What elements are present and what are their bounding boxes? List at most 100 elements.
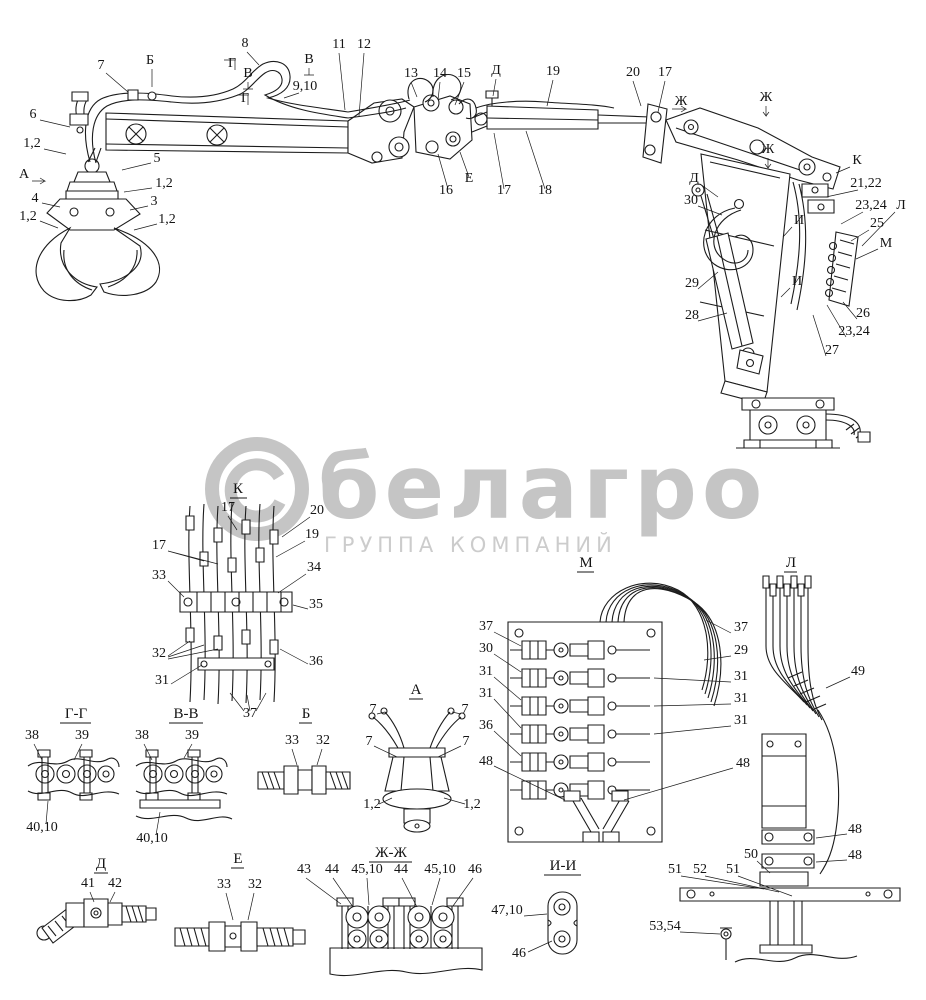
leader-lines-b [291,748,323,766]
callout-label: 31 [734,713,748,728]
watermark-subtitle: ГРУППА КОМПАНИЙ [324,532,617,557]
leader-lines-m [493,619,734,801]
boom [105,112,349,154]
callout-label: 20 [310,503,324,518]
callout-label: 36 [309,654,323,669]
callout-label: 16 [439,183,453,198]
leader-lines-l [679,676,851,935]
callout-label: Ж [675,94,688,109]
callout-label: 44 [325,862,339,877]
callout-label: 8 [242,36,249,51]
callout-label: 1,2 [158,212,176,227]
callout-label: 28 [685,308,699,323]
leader-lines-main [32,51,896,357]
callout-label: Г [228,56,236,71]
callout-label: 37 [479,619,493,634]
leader-lines-ii [523,913,553,953]
callout-label: Ж [760,90,773,105]
callout-label: 1,2 [363,797,381,812]
callout-label: 51 [668,862,682,877]
callout-label: М [880,236,893,251]
detail-d: Д 41 42 [36,856,157,944]
extension-cylinder [471,90,668,164]
callout-label: 23,24 [838,324,870,339]
callout-label: 46 [512,946,526,961]
callout-label: 47,10 [491,903,523,918]
m-bottom-bracket [563,790,630,843]
callout-label: 42 [108,876,122,891]
view-title-l: Л [786,555,796,571]
callout-label: К [852,153,862,168]
callout-label: 41 [81,876,95,891]
callout-label: 21,22 [850,176,882,191]
callout-label: В [304,52,313,67]
callout-label: 32 [152,646,166,661]
callout-label: 26 [856,306,870,321]
callout-label: 1,2 [155,176,173,191]
callout-label: 35 [309,597,323,612]
callout-label: 25 [870,216,884,231]
column-head-frame [665,107,841,190]
callout-label: 37 [243,706,257,721]
callout-label: 31 [734,669,748,684]
boom-head-links [347,73,477,164]
callout-label: 39 [75,728,89,743]
callout-label: 7 [463,734,470,749]
callout-label: 39 [185,728,199,743]
callout-label: 38 [135,728,149,743]
callout-label: 48 [848,848,862,863]
view-title-gg: Г-Г [65,706,88,722]
column-cylinder [691,183,764,375]
callout-label: 52 [693,862,707,877]
view-title-underlines [60,497,797,876]
callout-label: 33 [152,568,166,583]
callout-label: 5 [154,151,161,166]
callout-label: 17 [497,183,511,198]
callout-label: 48 [848,822,862,837]
leader-lines-gg [33,743,83,825]
column [699,153,859,393]
d-callouts: 41 42 [81,876,122,891]
view-title-k: К [233,481,244,497]
callout-label: 3 [151,194,158,209]
callout-label: 11 [332,37,345,52]
callout-label: Е [465,171,474,186]
callout-label: 34 [307,560,321,575]
callout-label: 30 [479,641,493,656]
view-title-vv: В-В [173,706,198,722]
callout-label: Б [146,53,154,68]
callout-label: 45,10 [424,862,456,877]
callout-label: 9,10 [293,79,318,94]
callout-label: 53,54 [649,919,681,934]
callout-label: 44 [394,862,408,877]
callout-label: 13 [404,66,418,81]
callout-label: 29 [685,276,699,291]
belagro-ring-icon [205,437,309,541]
view-title-zhzh: Ж-Ж [375,845,407,861]
view-title-a: А [411,682,422,698]
callout-label: А [19,167,30,182]
callout-label: 7 [370,702,377,717]
callout-label: 6 [30,107,37,122]
callout-label: Л [896,198,906,213]
callout-label: И [794,213,804,228]
callout-label: 48 [479,754,493,769]
view-title-d: Д [96,856,106,872]
m-hose-bundle [599,582,722,707]
